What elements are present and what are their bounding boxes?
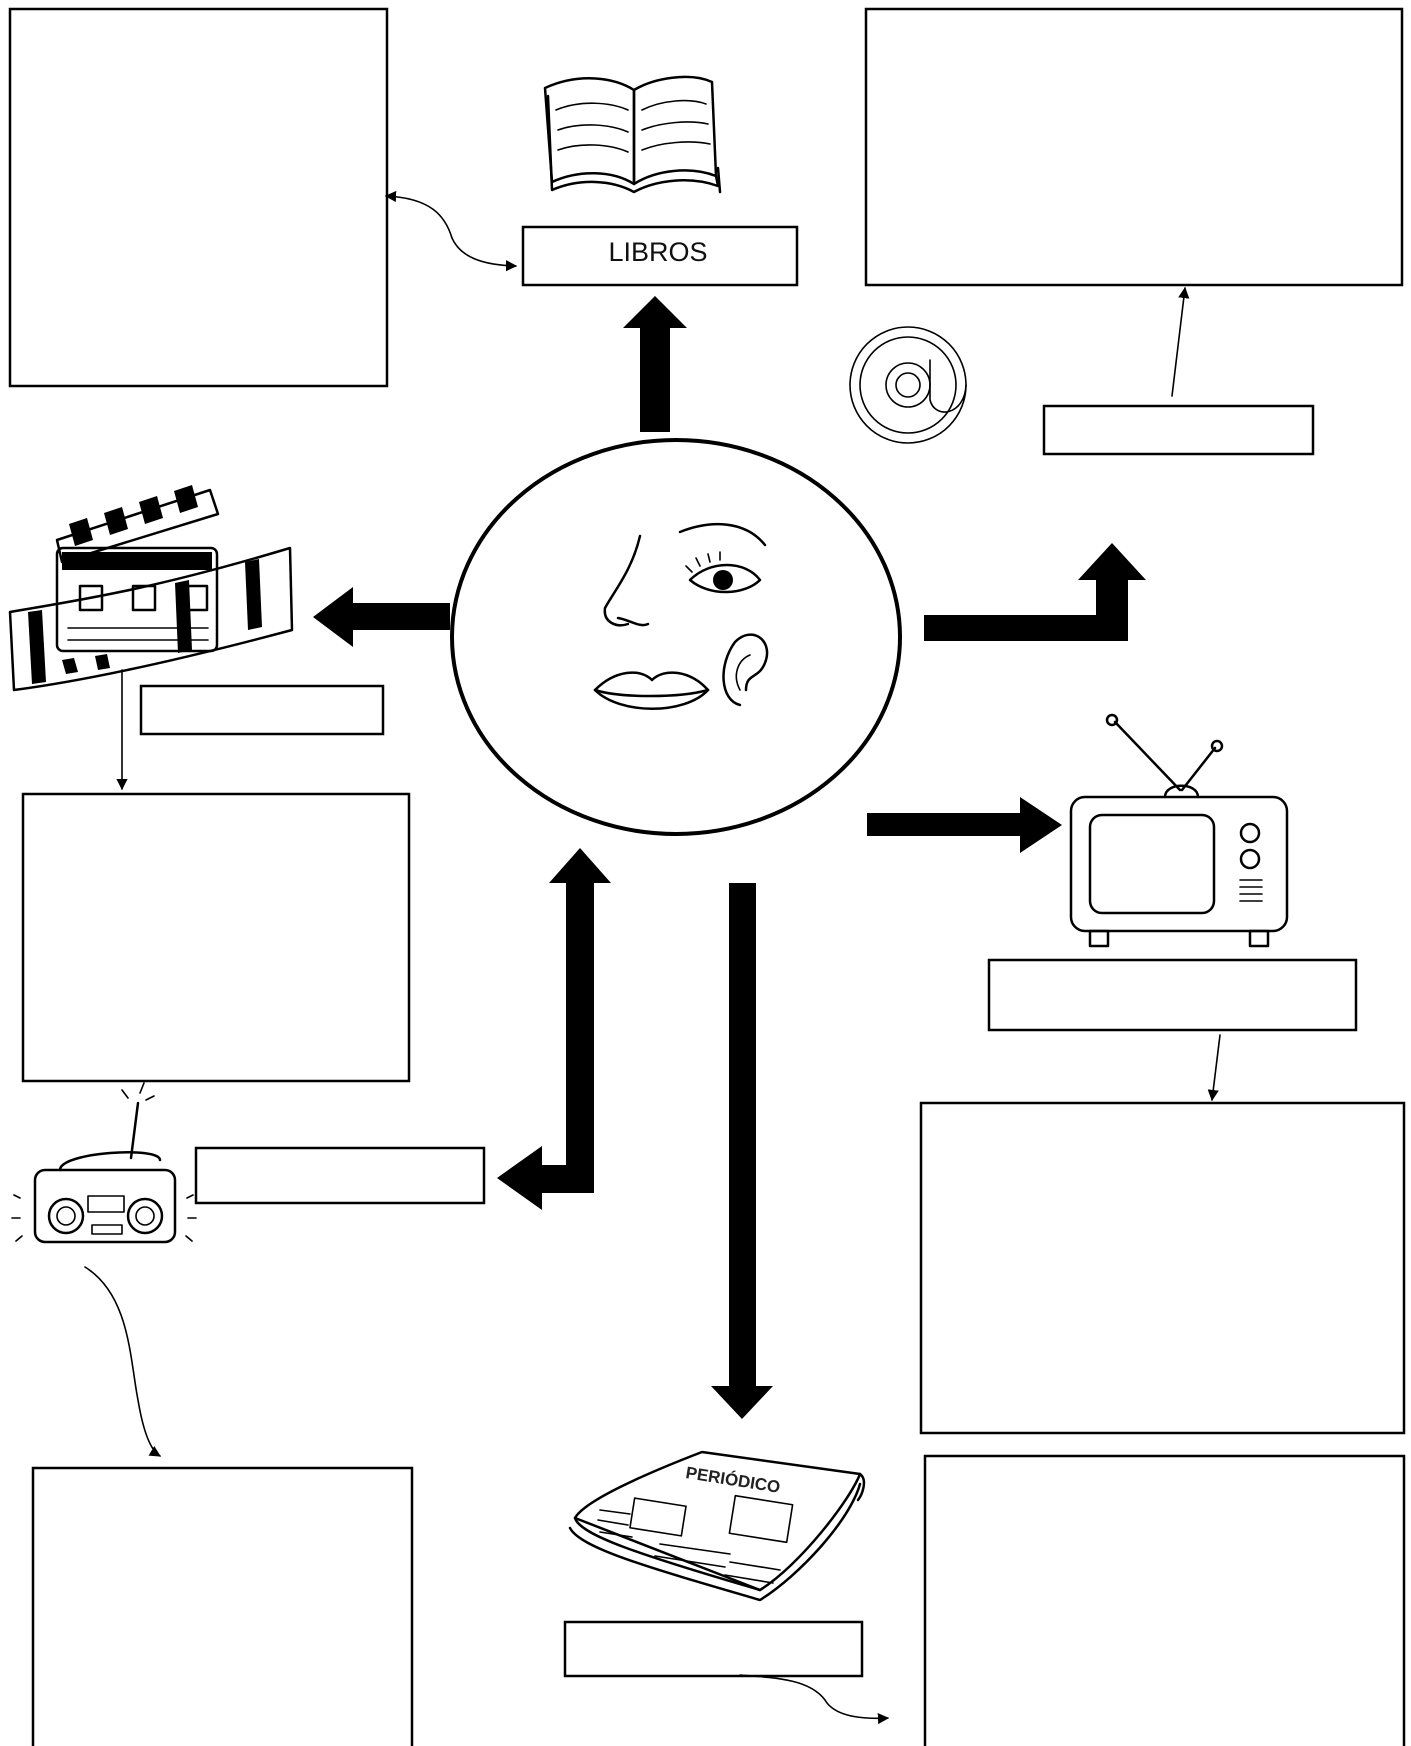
newspaper-icon: PERIÓDICO [568,1450,866,1602]
connector-books-box [384,190,518,272]
connector-newspaper-box [739,1674,890,1725]
arrow-to-internet [924,543,1146,641]
connector-radio-box [84,1266,161,1457]
label-box-internet[interactable] [1042,404,1315,456]
connector-internet-box [1171,286,1190,397]
boombox-radio-icon [11,1082,197,1244]
answer-box-middle-right[interactable] [919,1101,1406,1435]
label-box-cinema[interactable] [139,684,385,736]
connector-tv-box [1207,1034,1221,1102]
label-box-newspaper[interactable] [563,1620,864,1678]
answer-box-bottom-left[interactable] [31,1466,414,1746]
arrow-to-cinema [313,587,450,647]
at-sign-icon [849,326,967,444]
clapperboard-film-icon [8,485,294,692]
television-icon [1069,713,1289,948]
label-books-text: LIBROS [608,237,707,267]
arrow-to-tv [867,797,1062,853]
label-box-radio[interactable] [194,1146,486,1205]
answer-box-top-right[interactable] [864,7,1404,287]
label-box-tv[interactable] [987,958,1358,1032]
answer-box-top-left[interactable] [8,7,389,388]
arrow-to-books [623,296,687,432]
arrow-to-radio [497,848,611,1210]
label-box-books[interactable]: LIBROS [521,225,799,287]
face-senses-icon [593,522,769,710]
center-face-circle [450,438,902,836]
arrow-to-newspaper [711,883,773,1419]
open-book-icon [543,75,722,194]
answer-box-bottom-right[interactable] [923,1454,1406,1746]
answer-box-middle-left[interactable] [21,792,411,1083]
newspaper-icon-text: PERIÓDICO [684,1463,781,1497]
